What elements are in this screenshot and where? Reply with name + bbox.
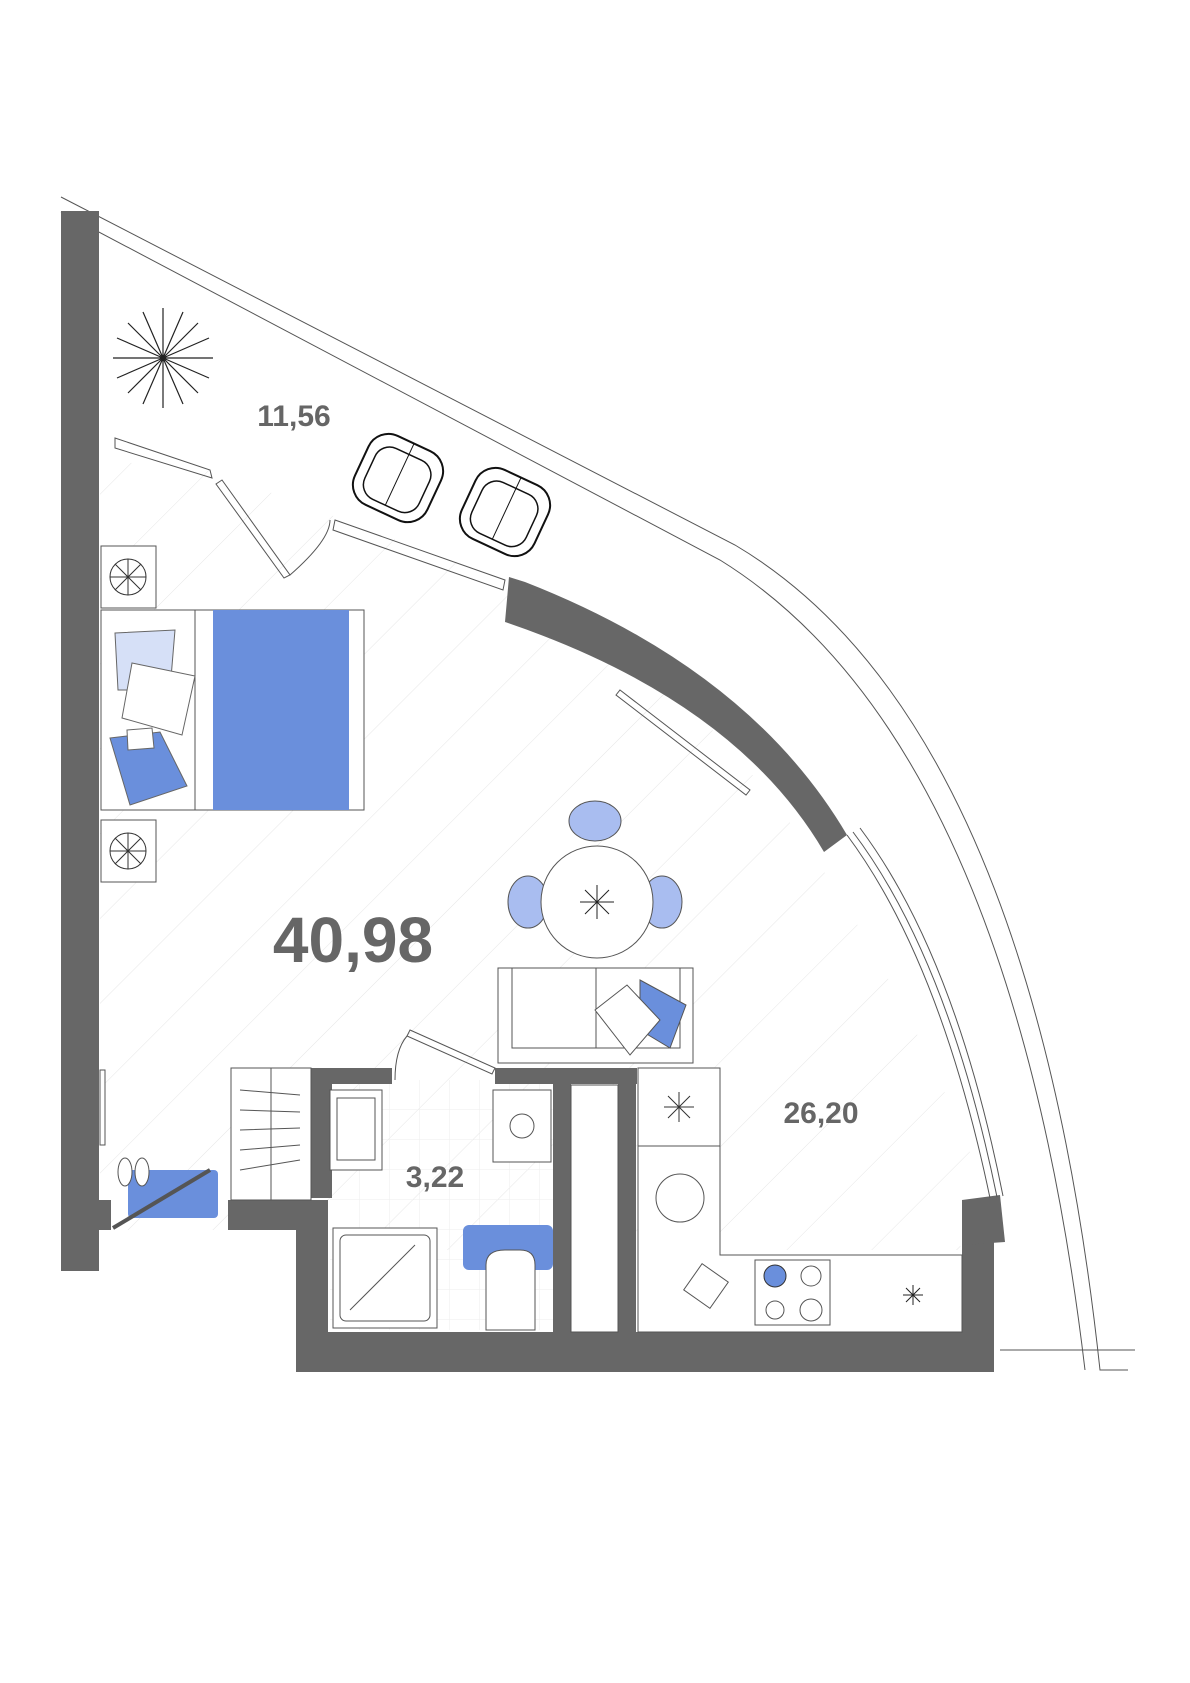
nightstand [100, 545, 157, 609]
balcony-outline [60, 196, 1135, 1371]
balcony-area-label: 11,56 [257, 400, 330, 433]
shower [332, 1227, 438, 1329]
entrance-door[interactable] [111, 1157, 218, 1230]
dining-table [507, 800, 683, 959]
utility-shaft [570, 1084, 619, 1333]
plant-icon [113, 308, 213, 408]
walls [61, 211, 1005, 1372]
toilet [463, 1225, 553, 1331]
armchair [351, 432, 445, 524]
coat-hooks [99, 1069, 106, 1146]
bed [100, 609, 365, 811]
bathroom-door[interactable] [394, 1029, 496, 1081]
wardrobe [230, 1067, 312, 1201]
bathroom-area-label: 3,22 [406, 1161, 464, 1194]
nightstand [100, 819, 157, 883]
kitchen-area-label: 26,20 [783, 1097, 858, 1130]
kitchen-counter [637, 1067, 963, 1333]
sofa [497, 967, 694, 1064]
living-area-label: 40,98 [273, 904, 433, 976]
curved-window [846, 827, 1004, 1199]
balcony-door[interactable] [114, 437, 751, 796]
armchair [458, 466, 552, 558]
washing-machine [492, 1089, 552, 1163]
sink [329, 1089, 383, 1171]
